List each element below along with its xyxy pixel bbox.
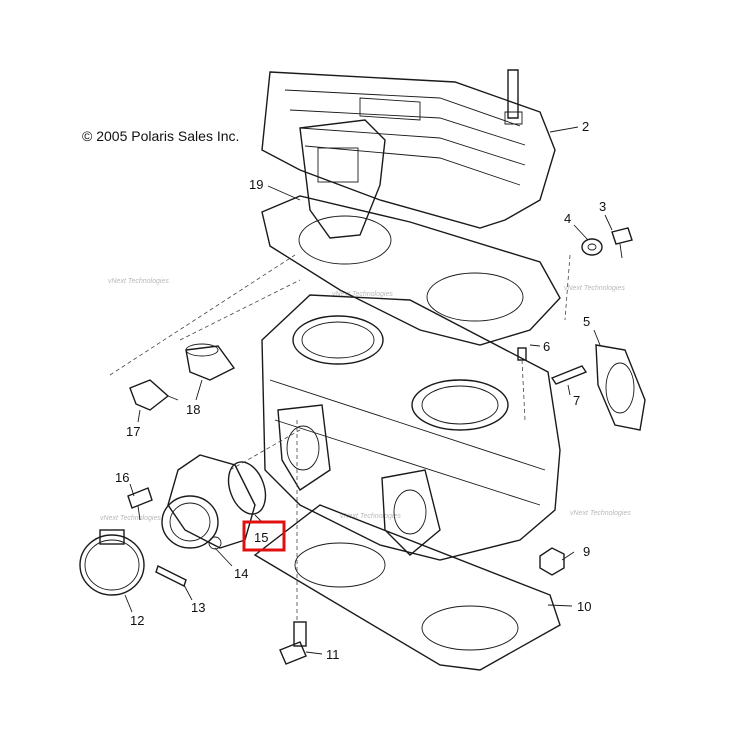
callout-16[interactable]: 16 [115,470,129,485]
part-sleeve [185,343,236,381]
assembly-line-6 [564,254,571,321]
callout-12[interactable]: 12 [130,613,144,628]
part-sensor [129,379,179,411]
part-head-gasket [261,119,561,346]
callout-14[interactable]: 14 [234,566,248,581]
watermark-1: vNext Technologies [108,278,169,285]
part-o-ring [227,461,267,515]
callout-18[interactable]: 18 [186,402,200,417]
callout-11[interactable]: 11 [326,647,340,662]
callout-2[interactable]: 2 [582,119,589,134]
watermark-2: vNext Technologies [332,291,393,298]
part-exhaust-gasket [595,344,646,431]
part-nut [539,547,565,576]
part-clamp [79,529,145,596]
callout-3[interactable]: 3 [599,199,606,214]
callout-15[interactable]: 15 [254,530,268,545]
part-base-gasket [253,504,561,671]
callout-17[interactable]: 17 [126,424,140,439]
copyright-notice: © 2005 Polaris Sales Inc. [82,128,240,144]
part-screw-13 [155,565,187,587]
part-fitting [279,621,307,665]
callout-7[interactable]: 7 [573,393,580,408]
watermark-5: vNext Technologies [570,510,631,517]
part-intake-flange [161,454,256,550]
callout-4[interactable]: 4 [564,211,571,226]
assembly-line-2 [179,279,301,341]
callout-19[interactable]: 19 [249,177,263,192]
callout-9[interactable]: 9 [583,544,590,559]
assembly-line-1 [109,254,296,376]
assembly-line-5 [521,359,526,421]
watermark-6: vNext Technologies [100,515,161,522]
part-cylinder-block [261,294,561,561]
callout-10[interactable]: 10 [577,599,591,614]
callout-13[interactable]: 13 [191,600,205,615]
part-stud [550,365,588,385]
callout-15-highlight-box [242,520,286,552]
part-washer [581,238,603,256]
leader-lines [124,126,613,655]
watermark-4: vNext Technologies [340,513,401,520]
part-bolt-3 [611,227,633,259]
part-screw-16 [127,487,153,521]
watermark-3: vNext Technologies [564,285,625,292]
part-cylinder-head-cover [261,69,556,229]
callout-6[interactable]: 6 [543,339,550,354]
callout-5[interactable]: 5 [583,314,590,329]
